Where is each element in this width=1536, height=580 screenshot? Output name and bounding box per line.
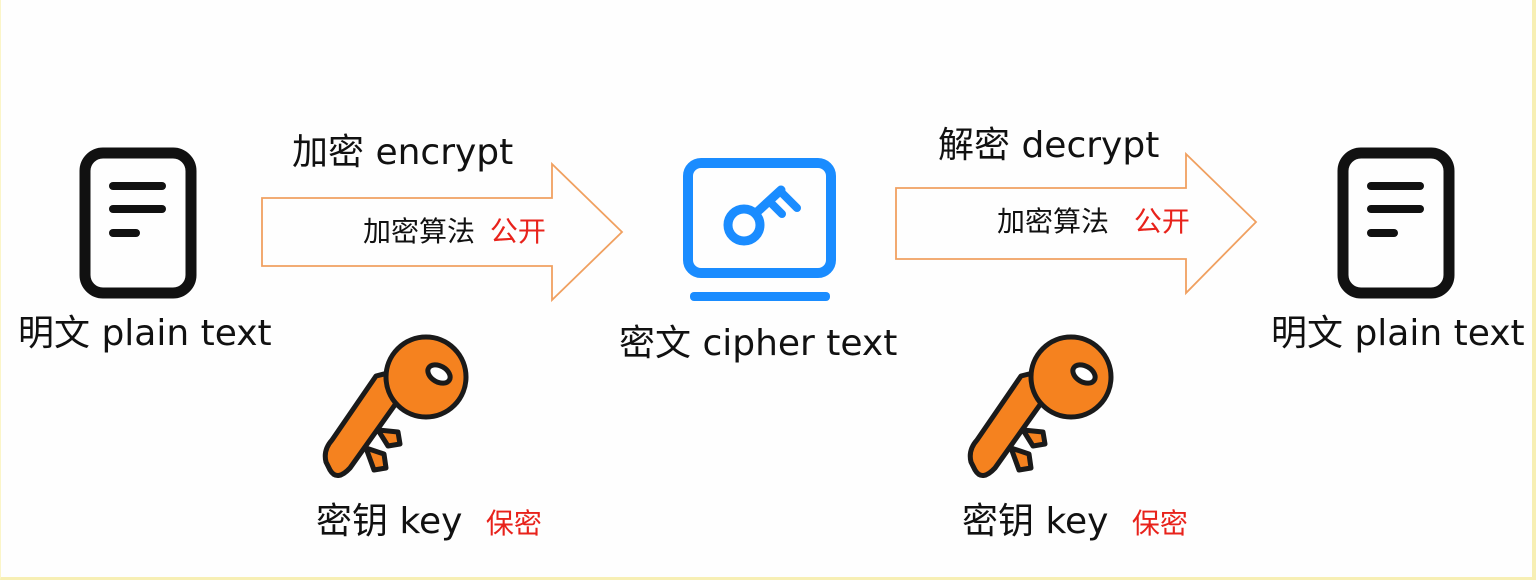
encrypt-arrow [261,161,624,303]
left-key-status: 保密 [485,507,542,540]
right-key-row: 密钥 key 保密 [962,504,1188,540]
decrypt-algorithm-label: 加密算法 [997,205,1110,238]
encrypt-algorithm-label: 加密算法 [363,215,476,248]
encrypt-algorithm-status: 公开 [489,215,546,248]
right-plaintext-label: 明文 plain text [1271,313,1525,354]
decrypt-arrow [895,151,1258,296]
document-icon-right [1337,147,1455,299]
ciphertext-label: 密文 cipher text [619,323,898,364]
decrypt-algorithm-row: 加密算法 公开 [997,208,1190,236]
encrypt-label: 加密 encrypt [292,132,514,173]
left-key-label: 密钥 key [316,501,463,542]
left-key-row: 密钥 key 保密 [316,504,542,540]
key-icon-left [322,334,469,478]
decrypt-algorithm-status: 公开 [1133,205,1190,238]
encrypt-algorithm-row: 加密算法 公开 [363,218,546,246]
key-icon-right [967,334,1114,478]
document-icon-left [79,147,197,299]
left-plaintext-label: 明文 plain text [18,313,272,354]
right-key-label: 密钥 key [962,501,1109,542]
monitor-key-icon [683,158,836,301]
decrypt-label: 解密 decrypt [938,125,1160,166]
right-key-status: 保密 [1131,507,1188,540]
